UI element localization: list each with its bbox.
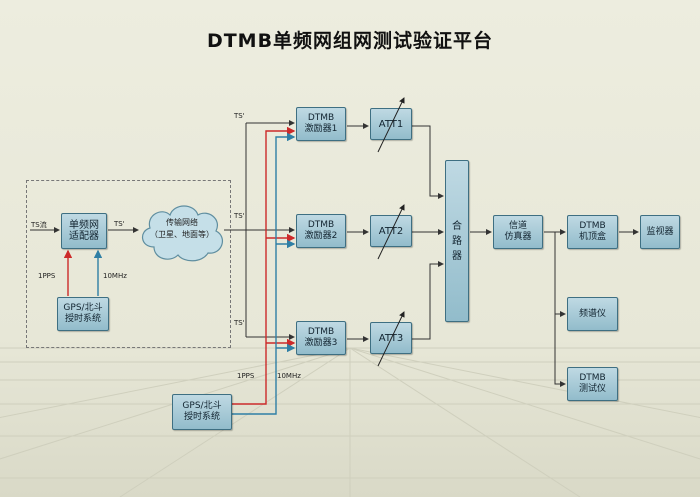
sfn-adapter-line2: 适配器 xyxy=(69,231,99,242)
exciter-2-line2: 激励器2 xyxy=(304,231,338,241)
gps-left-line1: GPS/北斗 xyxy=(63,303,103,313)
exciter-3-line1: DTMB xyxy=(307,327,335,337)
combiner-box: 合 路 器 xyxy=(445,160,469,322)
att1-box: ATT1 xyxy=(370,108,412,140)
monitor-box: 监视器 xyxy=(640,215,680,249)
page-title: DTMB单频网组网测试验证平台 xyxy=(206,30,494,52)
dtmb-tester-box: DTMB 测试仪 xyxy=(567,367,618,401)
network-cloud-line1: 传输网络 xyxy=(166,218,198,227)
channel-simulator-box: 信道 仿真器 xyxy=(493,215,543,249)
channel-sim-line2: 仿真器 xyxy=(504,232,532,242)
att2-box: ATT2 xyxy=(370,215,412,247)
bottom-10mhz-line xyxy=(232,132,296,415)
att1-label: ATT1 xyxy=(378,118,404,130)
exciter-1-box: DTMB 激励器1 xyxy=(296,107,346,141)
sfn-adapter-box: 单频网 适配器 xyxy=(61,213,107,249)
gps-bottom-box: GPS/北斗 授时系统 xyxy=(172,394,232,430)
ts-label-exciter1: TS' xyxy=(234,112,245,120)
ts-output-label: TS' xyxy=(114,220,125,228)
combiner-char-1: 合 xyxy=(452,220,462,232)
exciter-2-line1: DTMB xyxy=(307,220,335,230)
monitor-label: 监视器 xyxy=(646,226,674,237)
att3-label: ATT3 xyxy=(378,332,404,344)
combiner-char-3: 器 xyxy=(452,250,462,262)
stb-line1: DTMB xyxy=(579,221,606,231)
tester-line1: DTMB xyxy=(579,373,606,383)
ts-label-exciter2: TS' xyxy=(234,212,245,220)
gps-left-box: GPS/北斗 授时系统 xyxy=(57,297,109,331)
pps-bottom-label: 1PPS xyxy=(237,372,255,380)
att3-box: ATT3 xyxy=(370,322,412,354)
exciter-1-line1: DTMB xyxy=(307,113,335,123)
10mhz-bottom-label: 10MHz xyxy=(277,372,301,380)
gps-bottom-line1: GPS/北斗 xyxy=(182,401,222,411)
pps-left-label: 1PPS xyxy=(38,272,56,280)
combiner-char-2: 路 xyxy=(452,235,462,247)
dtmb-stb-box: DTMB 机顶盒 xyxy=(567,215,618,249)
network-cloud-text: 传输网络 （卫星、地面等） xyxy=(136,217,228,241)
ts-label-exciter3: TS' xyxy=(234,319,245,327)
spectrum-label: 频谱仪 xyxy=(578,308,606,319)
sfn-adapter-line1: 单频网 xyxy=(69,220,99,231)
channel-sim-line1: 信道 xyxy=(508,221,527,231)
exciter-2-box: DTMB 激励器2 xyxy=(296,214,346,248)
ts-input-label: TS流 xyxy=(31,221,47,229)
att2-label: ATT2 xyxy=(378,225,404,237)
exciter-3-box: DTMB 激励器3 xyxy=(296,321,346,355)
gps-bottom-line2: 授时系统 xyxy=(183,412,220,422)
head-end-group-frame xyxy=(26,180,231,348)
10mhz-left-label: 10MHz xyxy=(103,272,127,280)
tester-line2: 测试仪 xyxy=(578,384,606,394)
exciter-1-line2: 激励器1 xyxy=(304,124,338,134)
spectrum-analyzer-box: 频谱仪 xyxy=(567,297,618,331)
transmission-network-cloud xyxy=(142,205,224,262)
exciter-3-line2: 激励器3 xyxy=(304,338,338,348)
stb-line2: 机顶盒 xyxy=(578,232,606,242)
bottom-pps-line xyxy=(232,126,296,405)
network-cloud-line2: （卫星、地面等） xyxy=(150,230,214,239)
gps-left-line2: 授时系统 xyxy=(64,314,101,324)
